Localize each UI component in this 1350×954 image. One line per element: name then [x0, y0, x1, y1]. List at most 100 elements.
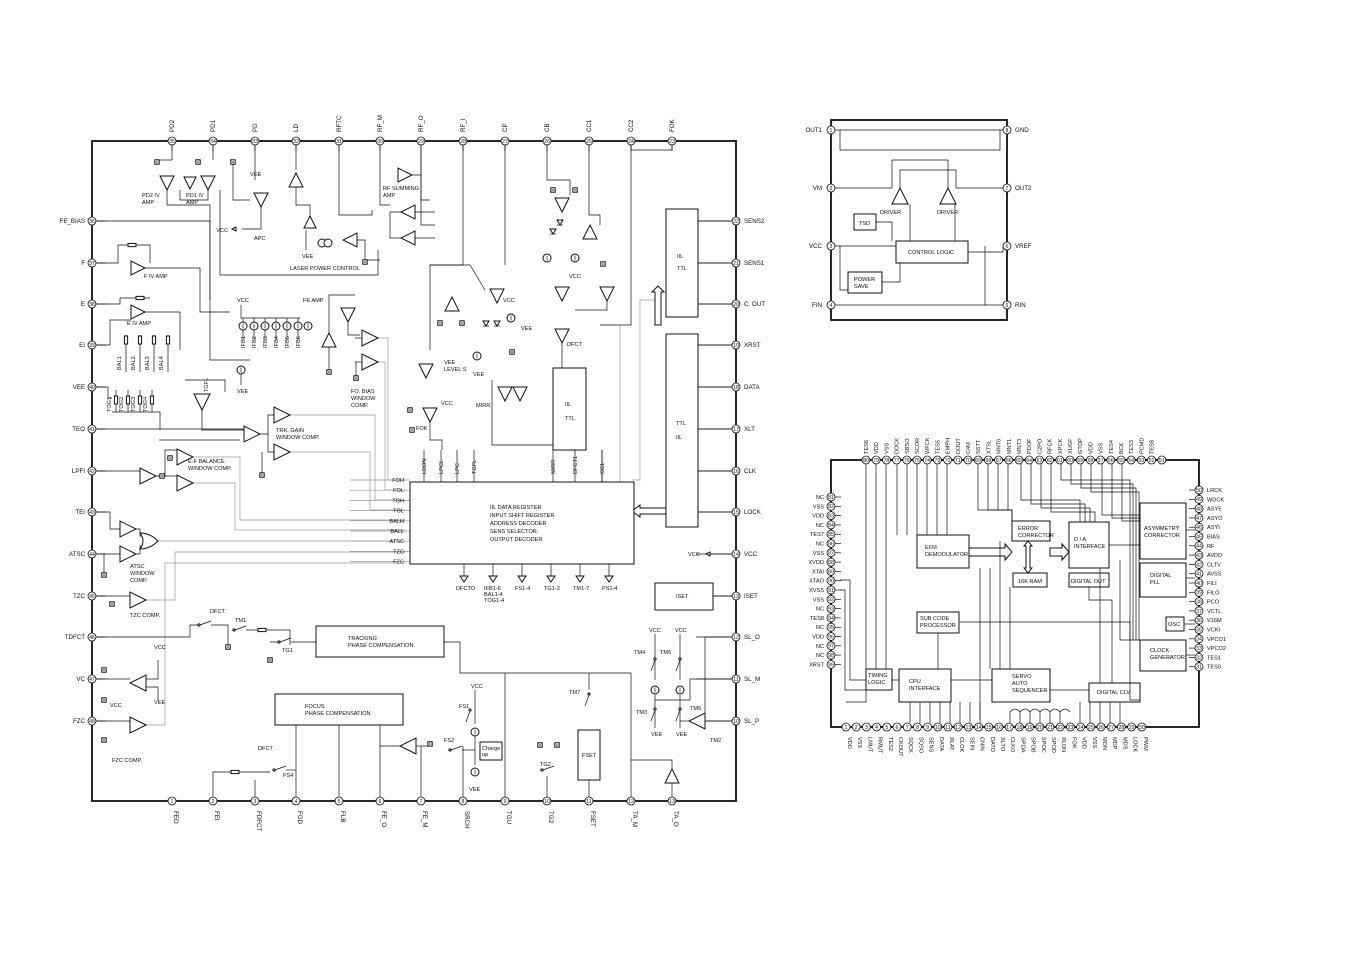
iil-ttl-label: TTL [677, 266, 687, 272]
pin-number: 16 [996, 725, 1002, 731]
dsp-top-pin-label: TES8 [1150, 440, 1156, 454]
top-pin-ld [291, 136, 301, 146]
dfct-switch [199, 620, 212, 626]
sled-amp [687, 712, 706, 730]
pin-number: 57 [1098, 458, 1104, 464]
switch-label: TG1 [282, 648, 293, 654]
data-bus-arrow [1049, 542, 1070, 562]
fs1-switch [465, 710, 471, 723]
wire [429, 422, 443, 450]
dsp-bottom-pin [1004, 722, 1014, 732]
dsp-top-pin [1086, 455, 1095, 465]
pin-number: 87 [828, 551, 834, 557]
dsp-bottom-pin-label: MON [1101, 737, 1107, 750]
wire [290, 451, 405, 511]
wire [96, 624, 199, 638]
left-pin-lpfi [87, 466, 97, 476]
atsc-comp [119, 520, 138, 538]
apc-label: APC [254, 236, 266, 242]
pin-number: 47 [1196, 516, 1202, 522]
dsp-right-pin-label: AVSS [1207, 572, 1222, 578]
dsp-bottom-pin-label: VDD [846, 737, 852, 749]
cpu-label: CPU [909, 679, 921, 685]
digital-pll-block [1139, 562, 1187, 598]
dsp-bottom-pin-label: FOK [1070, 737, 1076, 749]
vcc-label: VCC [675, 628, 687, 634]
wire [267, 434, 274, 453]
ground-symbol [103, 574, 105, 576]
charge-up-label: up [482, 752, 488, 758]
left-pin-label: FE_BIAS [60, 218, 85, 225]
left-pin-fzc [87, 716, 97, 726]
dsp-top-pin-label: XPCK [1058, 438, 1064, 454]
dsp-top-pin-label: VDD [1088, 442, 1094, 454]
bottom-pin-label: FDFCT [255, 811, 262, 831]
vcc-label: VCC [216, 228, 228, 234]
wire [146, 660, 159, 680]
pin-number: 47 [89, 677, 95, 683]
dsp-bottom-pin [841, 722, 851, 732]
bottom-pin-fset [584, 796, 594, 806]
dsp-top-pin-label: C4M [966, 442, 972, 454]
register-output-label: IFB1-6 [484, 586, 501, 592]
switch-label: TM5 [690, 706, 701, 712]
right-pin-vcc [731, 549, 741, 559]
dsp-bottom-pin [1015, 722, 1024, 732]
bottom-pin-flb [334, 796, 344, 806]
left-pin-label: FZC [73, 718, 86, 725]
wire [997, 464, 1013, 521]
right-pin-label: SL_O [744, 634, 760, 641]
clv-label: DIGITAL CLV [1097, 690, 1130, 696]
dsp-bottom-pin [984, 722, 994, 732]
pin-number: 18 [733, 385, 739, 391]
register-output-label: DFCTO [456, 586, 476, 592]
wire [412, 145, 422, 176]
dsp-bottom-pin [892, 722, 902, 732]
bottom-pin-fei [208, 796, 218, 806]
wire [876, 221, 893, 241]
wire [882, 263, 901, 283]
dfct-amp [599, 286, 615, 303]
mirr-amp [497, 386, 513, 403]
fs4-switch [274, 765, 287, 771]
wire [96, 319, 131, 346]
vee-label: VEE [154, 700, 165, 706]
pin-number: 39 [1196, 590, 1202, 596]
dsp-bottom-pin-label: LOCK [1132, 737, 1138, 753]
pin-number: 61 [1057, 458, 1063, 464]
ground-symbol [156, 161, 158, 163]
pin-number: 20 [733, 302, 739, 308]
wire [630, 145, 673, 151]
pin-number: 30 [1139, 725, 1145, 731]
resistor [137, 395, 143, 405]
dsp-top-pin-label: GTOP [1078, 438, 1084, 454]
pin-number: 97 [828, 644, 834, 650]
rf-servo-ic-wiring [88, 137, 736, 797]
dsp-bottom-pin-label: CNIN [979, 737, 985, 751]
wire [840, 579, 866, 681]
wire [1060, 464, 1131, 640]
output-arrow [546, 575, 556, 583]
dsp-top-pin-label: TES6 [864, 440, 870, 454]
ground-symbol [355, 377, 357, 379]
left-pin-tdfct [87, 632, 97, 642]
right-pin-label: DATA [744, 384, 760, 391]
wire [891, 159, 949, 188]
dsp-bottom-pin [933, 722, 943, 732]
dsp-top-pin-label: VDD [874, 442, 880, 454]
ground-symbol [574, 189, 576, 191]
bottom-pin-ta_m [626, 796, 636, 806]
switch-label: TM6 [660, 650, 671, 656]
ttl-iil-label: IIL [676, 435, 682, 441]
register-output-label: TG1-2 [544, 586, 560, 592]
pd2-amp-label: PD2 IV [142, 193, 160, 199]
top-pin-label: RFTC [336, 115, 343, 132]
dfct-amp [554, 328, 570, 345]
dsp-bottom-pin-label: VSS [1091, 737, 1097, 748]
wire [1050, 464, 1096, 522]
register-input-label: FZC [393, 560, 404, 566]
pin-number: 36 [89, 219, 95, 225]
iset-block [654, 582, 714, 611]
f-iv-amp-label: F IV AMP [144, 274, 168, 280]
pin-number: 10 [544, 799, 550, 805]
